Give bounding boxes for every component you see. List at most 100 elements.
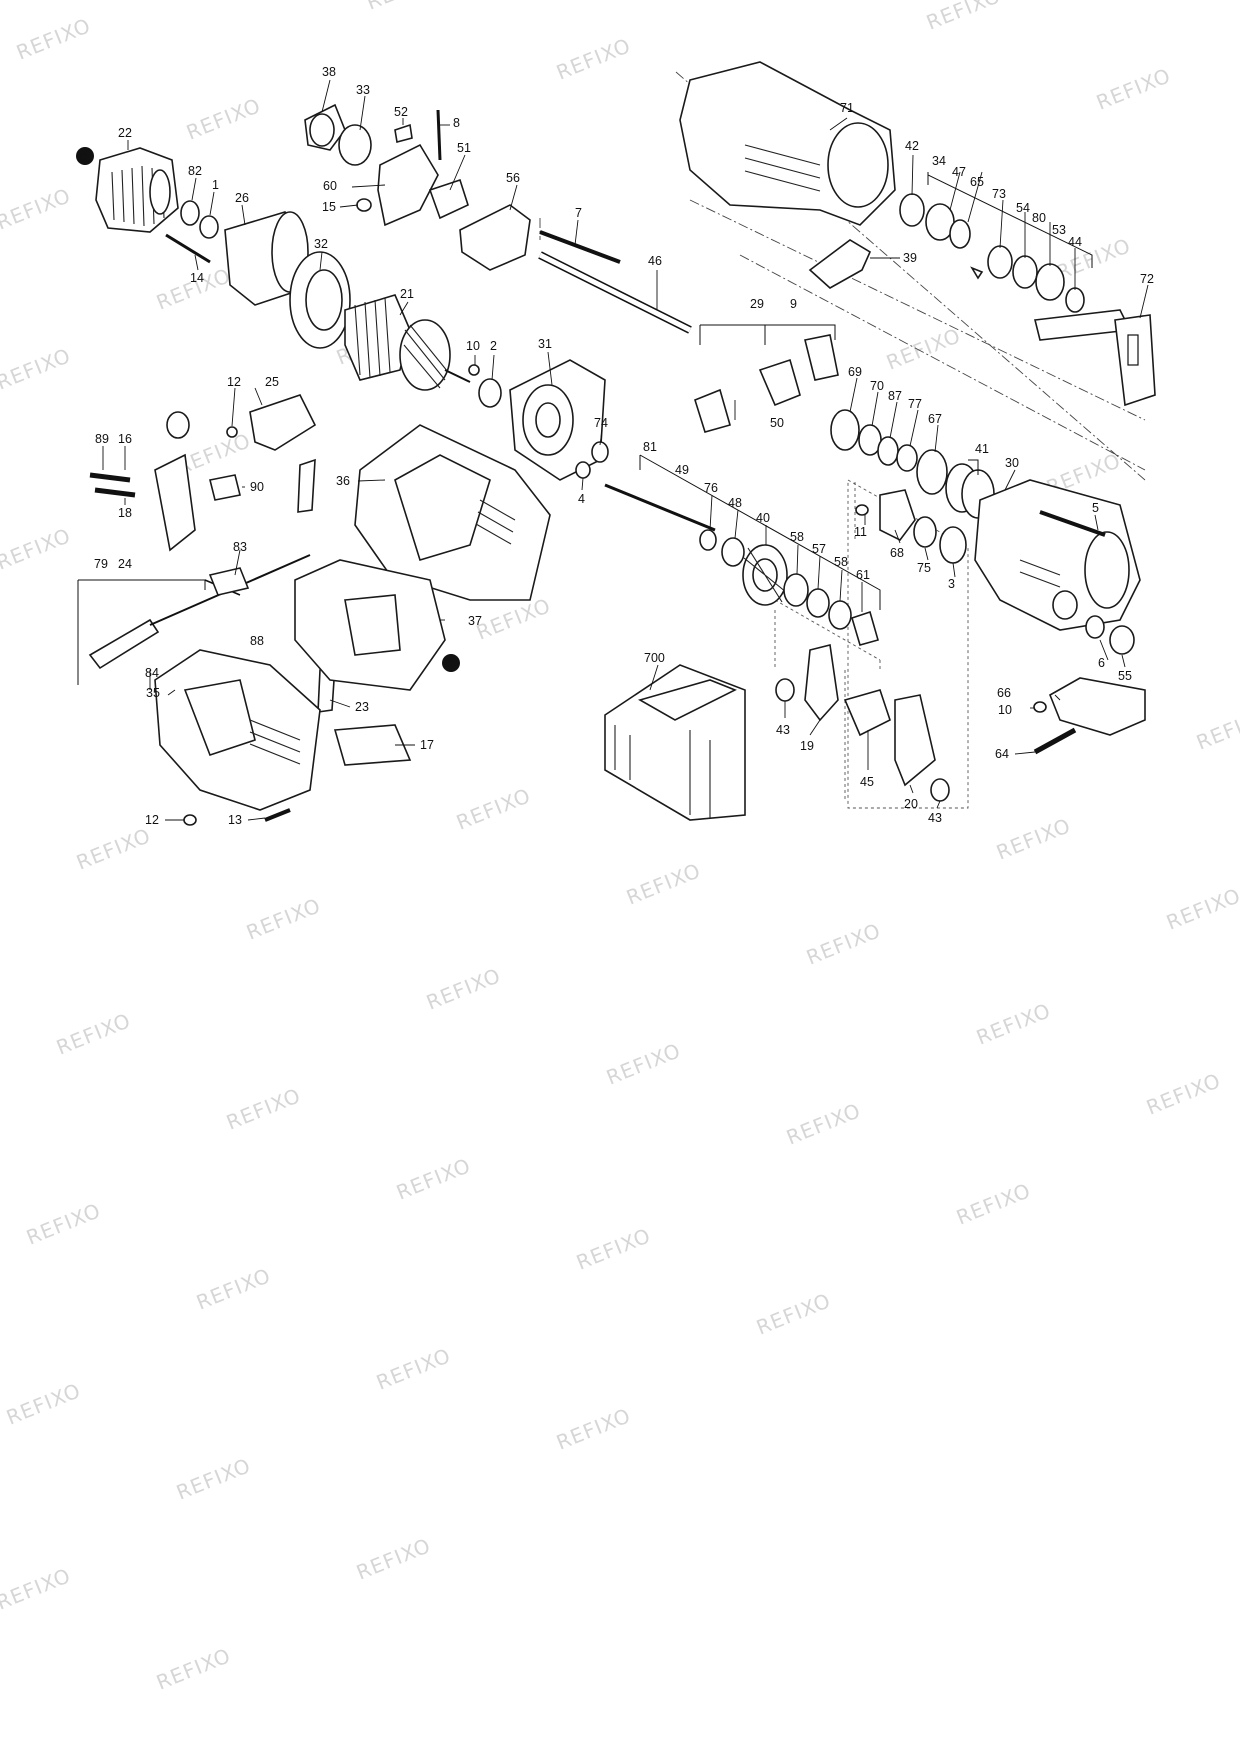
part-clip-43a	[775, 678, 795, 702]
part-bearing-80	[1035, 263, 1065, 301]
label-89: 89	[95, 432, 109, 446]
label-22: 22	[118, 126, 132, 140]
part-clip-90	[209, 474, 241, 501]
watermark: REFIXO	[993, 813, 1074, 865]
part-motor-housing-36	[354, 424, 551, 601]
part-bracket-60	[377, 143, 439, 227]
watermark: REFIXO	[803, 918, 884, 970]
label-76: 76	[704, 481, 718, 495]
part-screw-15	[356, 198, 372, 212]
watermark: REFIXO	[1163, 883, 1240, 935]
label-14: 14	[190, 271, 204, 285]
label-88: 88	[250, 634, 264, 648]
part-label-17	[333, 724, 412, 766]
part-shaft-49	[604, 483, 716, 532]
label-8: 8	[453, 116, 460, 130]
label-56: 56	[506, 171, 520, 185]
watermark: REFIXO	[1143, 1068, 1224, 1120]
watermark: REFIXO	[53, 1008, 134, 1060]
watermark: REFIXO	[1093, 63, 1174, 115]
part-ring-33	[338, 124, 372, 166]
label-40: 40	[756, 511, 770, 525]
watermark: REFIXO	[623, 858, 704, 910]
label-23: 23	[355, 700, 369, 714]
part-washer-76	[699, 529, 717, 551]
label-9: 9	[790, 297, 797, 311]
watermark: REFIXO	[603, 1038, 684, 1090]
part-crank-19	[804, 644, 839, 722]
label-2: 2	[490, 339, 497, 353]
label-4: 4	[578, 492, 585, 506]
part-board	[154, 453, 196, 552]
part-ring-69	[830, 409, 860, 451]
part-ring-1	[199, 215, 219, 239]
label-16: 16	[118, 432, 132, 446]
part-armature	[344, 294, 471, 391]
part-ring-77	[896, 444, 918, 472]
part-plunger-shaft	[538, 251, 692, 334]
part-screw-10	[468, 364, 480, 376]
label-13: 13	[228, 813, 242, 827]
watermark: REFIXO	[1193, 703, 1240, 755]
watermark: REFIXO	[783, 1098, 864, 1150]
part-baffle-ring	[289, 251, 351, 349]
part-front-cover	[679, 61, 896, 226]
label-64: 64	[995, 747, 1009, 761]
label-5: 5	[1092, 501, 1099, 515]
label-38: 38	[322, 65, 336, 79]
watermark: REFIXO	[423, 963, 504, 1015]
label-33: 33	[356, 83, 370, 97]
axis-line-spindle	[739, 254, 1146, 471]
label-700: 700	[644, 651, 665, 665]
watermark: REFIXO	[953, 1178, 1034, 1230]
watermark: REFIXO	[3, 1378, 84, 1430]
watermark: REFIXO	[373, 1343, 454, 1395]
part-screw-12b	[183, 814, 197, 826]
part-motor-housing-37	[294, 559, 460, 691]
watermark: REFIXO	[73, 823, 154, 875]
part-bracket-39	[808, 239, 872, 289]
label-29: 29	[750, 297, 764, 311]
part-handle-housing-35	[154, 649, 321, 811]
part-bushing-61	[851, 610, 879, 646]
label-55: 55	[1118, 669, 1132, 683]
watermark: REFIXO	[393, 1153, 474, 1205]
watermark: REFIXO	[0, 183, 74, 235]
label-7: 7	[575, 206, 582, 220]
grouping-brackets	[77, 172, 1093, 685]
label-83: 83	[233, 540, 247, 554]
part-clip-43b	[930, 778, 950, 802]
watermark: REFIXO	[473, 593, 554, 645]
watermark: REFIXO	[173, 1453, 254, 1505]
label-67: 67	[928, 412, 942, 426]
label-10b: 10	[998, 703, 1012, 717]
label-58b: 58	[834, 555, 848, 569]
label-51: 51	[457, 141, 471, 155]
watermark: REFIXO	[573, 1223, 654, 1275]
label-3: 3	[948, 577, 955, 591]
label-18: 18	[118, 506, 132, 520]
watermark: REFIXO	[553, 1403, 634, 1455]
part-pin-89	[89, 472, 131, 483]
label-11: 11	[854, 525, 867, 539]
label-82: 82	[188, 164, 202, 178]
dotted-group-a	[774, 599, 881, 661]
label-32: 32	[314, 237, 328, 251]
part-ring-47	[949, 219, 971, 249]
part-pin-64	[1033, 727, 1077, 755]
part-brush	[297, 458, 316, 513]
watermark: REFIXO	[553, 33, 634, 85]
watermark: REFIXO	[223, 1083, 304, 1135]
part-screw-10b	[1033, 701, 1047, 713]
label-74: 74	[594, 416, 608, 430]
label-26: 26	[235, 191, 249, 205]
label-66: 66	[997, 686, 1011, 700]
label-68: 68	[890, 546, 904, 560]
part-cover-56	[459, 204, 531, 271]
label-34: 34	[932, 154, 946, 168]
part-rod-5	[1039, 510, 1106, 537]
label-10: 10	[466, 339, 480, 353]
watermark: REFIXO	[453, 783, 534, 835]
label-90: 90	[250, 480, 264, 494]
part-ring-75	[913, 516, 937, 548]
